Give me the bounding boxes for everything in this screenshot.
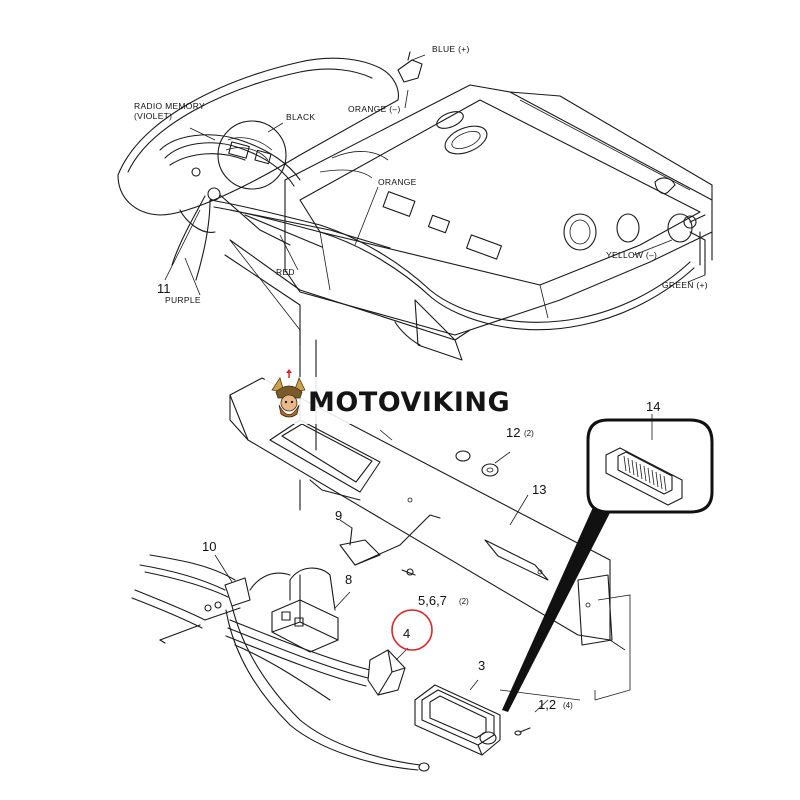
label-red-wire: RED xyxy=(276,267,295,277)
callout-10: 10 xyxy=(202,539,216,554)
callout-5-6-7: 5,6,7 xyxy=(418,593,447,608)
callout-1-2-qty: (4) xyxy=(563,701,573,710)
callout-14: 14 xyxy=(646,399,660,414)
label-purple-wire: PURPLE xyxy=(165,295,201,305)
detail-14 xyxy=(502,414,714,712)
watermark: MOTOVIKING xyxy=(263,369,536,424)
label-orange-neg-wire: ORANGE (–) xyxy=(348,104,401,114)
connector-4 xyxy=(367,647,409,696)
watermark-text: MOTOVIKING xyxy=(308,387,510,418)
housing-3 xyxy=(414,679,531,756)
label-green-wire: GREEN (+) xyxy=(662,280,708,290)
mounting-panel xyxy=(229,329,613,646)
callout-12-qty: (2) xyxy=(524,429,534,438)
callout-8: 8 xyxy=(345,572,352,587)
label-blue-wire: BLUE (+) xyxy=(432,44,470,54)
wire-harness-upper xyxy=(159,51,706,331)
label-radio-memory-violet: (VIOLET) xyxy=(134,111,172,121)
callout-13: 13 xyxy=(532,482,546,497)
bracket-9 xyxy=(339,514,441,576)
switch-block-8 xyxy=(271,567,351,653)
highlight-circle-4 xyxy=(391,609,433,651)
callout-5-6-7-qty: (2) xyxy=(459,597,469,606)
callout-12: 12 xyxy=(506,425,520,440)
callout-9: 9 xyxy=(335,508,342,523)
callout-3: 3 xyxy=(478,658,485,673)
callout-4: 4 xyxy=(403,626,410,641)
detail-14-ribs xyxy=(623,455,667,492)
label-orange-wire: ORANGE xyxy=(378,177,417,187)
dash-assembly xyxy=(117,57,713,361)
label-radio-memory: RADIO MEMORY xyxy=(134,101,205,111)
label-black-wire: BLACK xyxy=(286,112,315,122)
callout-1-2: 1,2 xyxy=(538,697,556,712)
viking-logo-icon xyxy=(271,369,306,418)
callout-11: 11 xyxy=(157,281,171,296)
label-yellow-wire: YELLOW (–) xyxy=(606,250,657,260)
relay-10 xyxy=(131,554,430,772)
